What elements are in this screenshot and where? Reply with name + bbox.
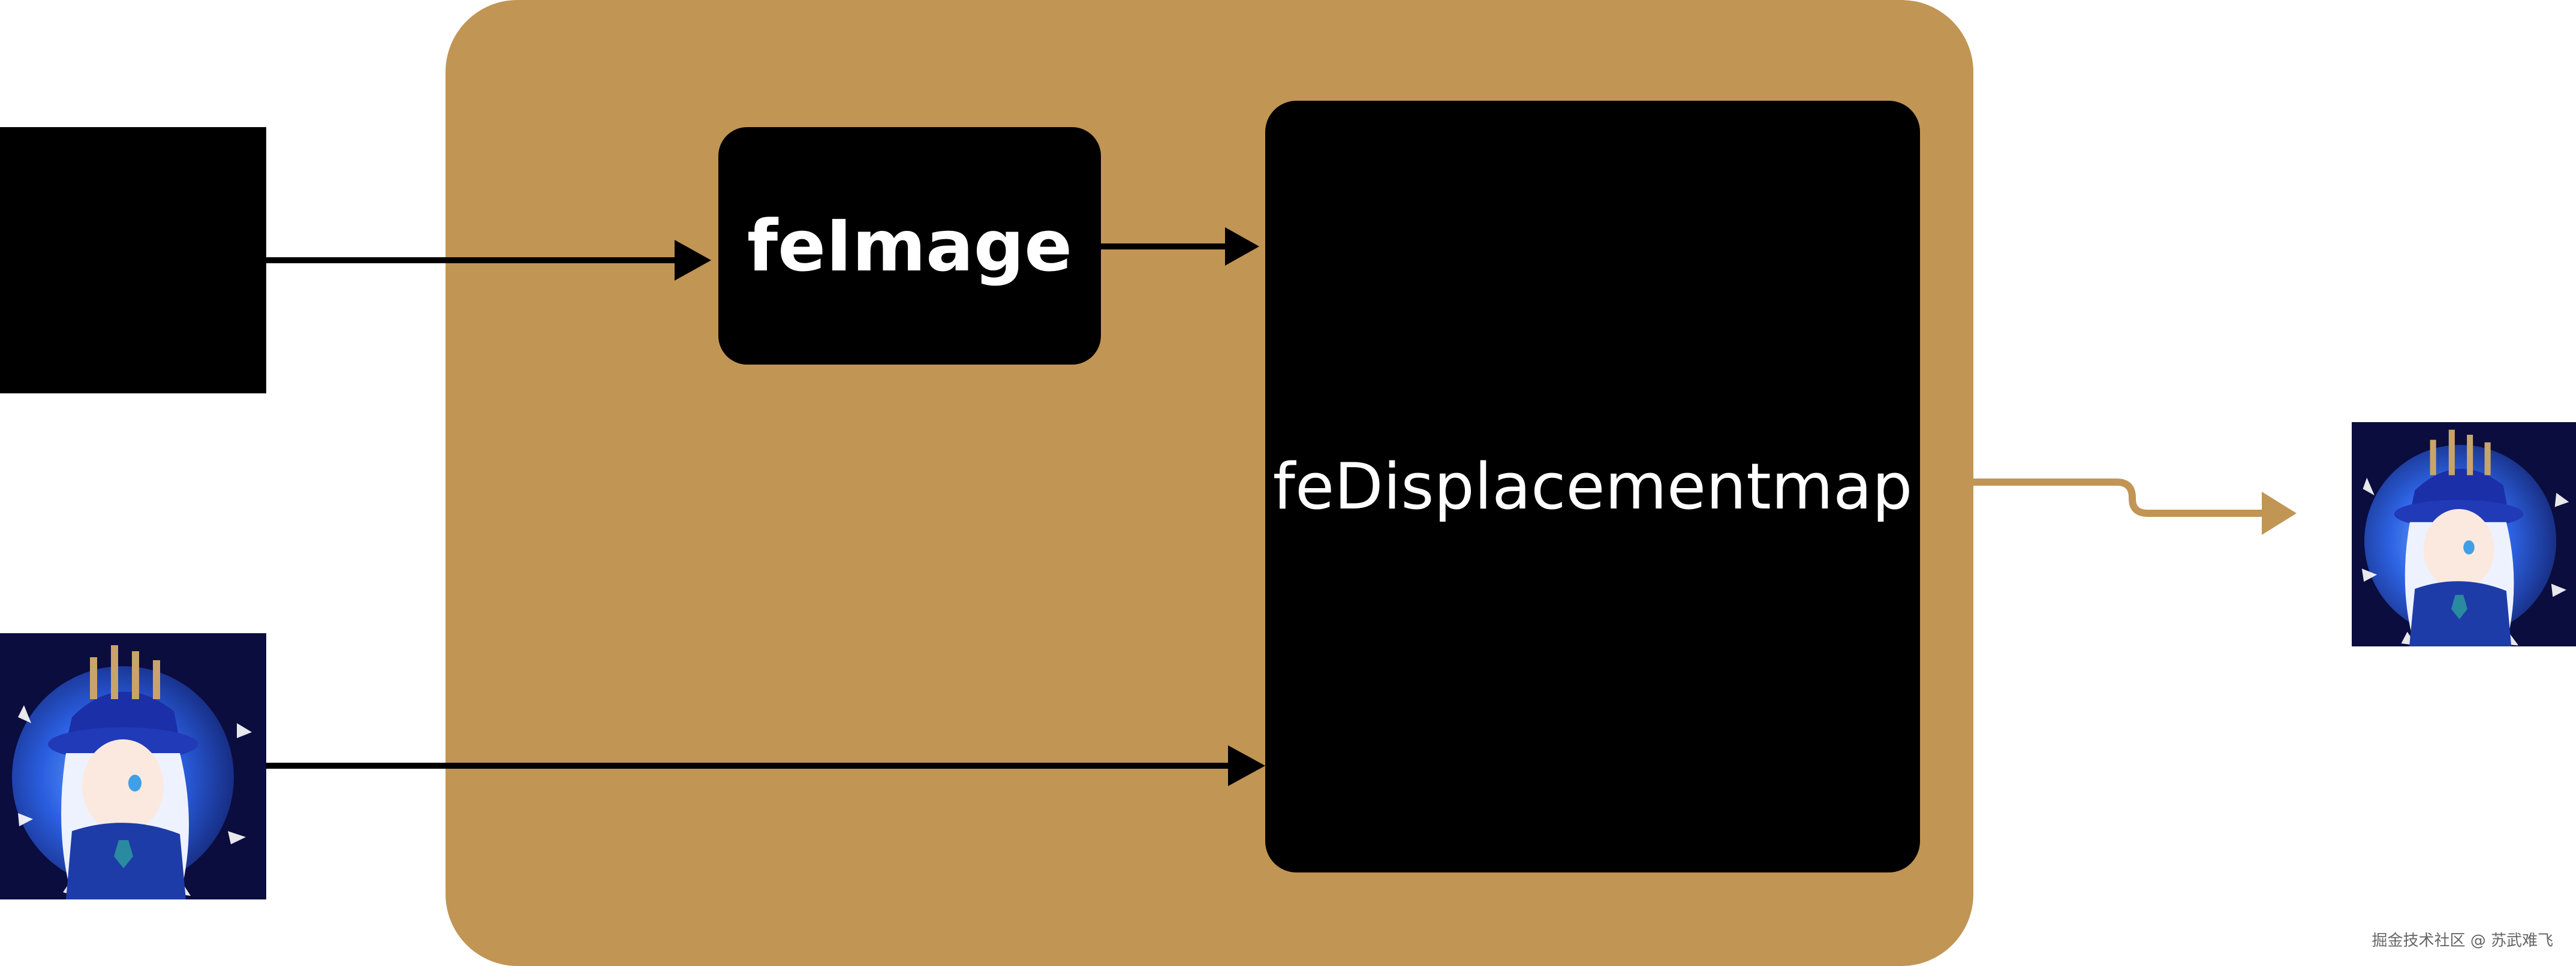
arrow-output	[1973, 479, 2264, 517]
character-portrait-icon	[2352, 422, 2576, 646]
output-character-image	[2352, 422, 2576, 646]
feimage-label: feImage	[747, 204, 1073, 287]
feimage-node: feImage	[718, 127, 1101, 365]
fedisplacementmap-label: feDisplacementmap	[1272, 450, 1913, 523]
input-character-image	[0, 633, 266, 899]
watermark: 掘金技术社区 @ 苏武难飞	[2372, 932, 2553, 950]
black-input-square	[0, 127, 266, 393]
character-portrait-icon	[0, 633, 266, 899]
fedisplacementmap-node: feDisplacementmap	[1265, 101, 1920, 872]
arrowhead-icon	[2262, 492, 2297, 535]
